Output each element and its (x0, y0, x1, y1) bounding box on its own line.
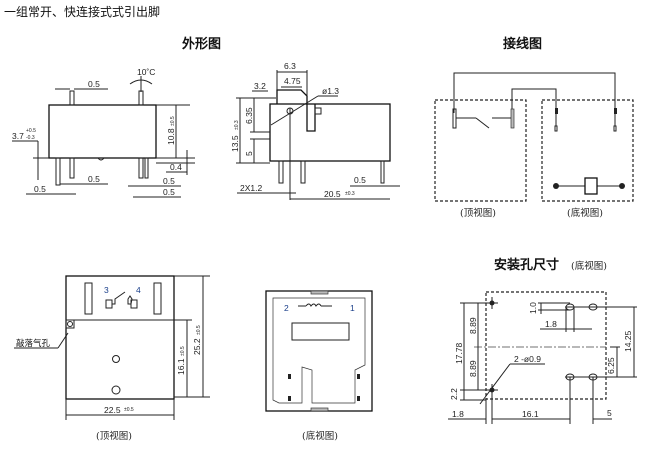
dim-length-tol: ±0.3 (345, 191, 355, 197)
pin-label-3: 3 (104, 285, 109, 295)
mounting-title: 安装孔尺寸 (494, 257, 559, 273)
dim-w2: 4.75 (284, 76, 301, 86)
dim-hole: ø1.3 (322, 86, 339, 96)
dim-standoff: 0.4 (170, 162, 182, 172)
dim-pin-w: 0.5 (354, 175, 366, 185)
page-heading: 一组常开、快连接式式引出脚 (4, 4, 160, 19)
dim-h-inner-tol: ±0.5 (180, 346, 186, 356)
tilt-label: 10˚C (137, 67, 155, 77)
dim-h3: 5 (244, 151, 254, 156)
dim-17-78: 17.78 (454, 342, 464, 364)
mounting-title-suffix: (底视图) (571, 260, 607, 272)
dim-pin-a: 0.5 (34, 184, 46, 194)
dim-width: 22.5 (104, 405, 121, 415)
dim-1-8-top: 1.8 (545, 319, 557, 329)
dim-width-tol: ±0.5 (124, 407, 134, 413)
dim-h-total-tol: ±0.5 (196, 325, 202, 335)
wiring-caption-bottom: (底视图) (567, 207, 603, 219)
dim-pin-d: 0.5 (163, 187, 175, 197)
dim-1-8: 1.8 (452, 409, 464, 419)
dim-w1: 6.3 (284, 61, 296, 71)
bottom-view: 2 1 (底视图) (265, 290, 373, 442)
dim-6-25: 6.25 (606, 357, 616, 374)
dim-1-0: 1.0 (528, 302, 538, 314)
outline-title: 外形图 (181, 36, 221, 52)
pin-label-4: 4 (136, 285, 141, 295)
dim-8-89-a: 8.89 (468, 317, 478, 334)
dim-pin-top: 0.5 (88, 79, 100, 89)
dim-offset-tol-minus: -0.3 (26, 135, 35, 141)
dim-h1: 6.35 (244, 107, 254, 124)
dim-16-1: 16.1 (522, 409, 539, 419)
top-view: 3 4 敲落气孔 22.5 ±0.5 16.1 ±0.5 25.2 ±0.5 (… (14, 275, 210, 442)
wiring-title: 接线图 (503, 36, 542, 52)
dim-height: 10.8 (166, 128, 176, 145)
wiring-caption-top: (顶视图) (460, 207, 496, 219)
dim-h2-tol: ±0.3 (234, 120, 240, 130)
front-view: 6.3 4.75 3.2 ø1.3 13.5 ±0.3 6.35 5 2X1.2… (230, 61, 400, 200)
dim-2-2: 2.2 (449, 388, 459, 400)
dim-height-tol: ±0.5 (170, 116, 176, 126)
dim-w3: 3.2 (254, 81, 266, 91)
dim-length: 20.5 (324, 189, 341, 199)
dim-offset-tol-plus: +0.5 (26, 128, 36, 134)
pin-label-2: 2 (284, 303, 289, 313)
side-view: 10˚C 0.5 3.7 +0.5 -0.3 10.8 ±0.5 0.4 0.5… (12, 67, 195, 198)
top-view-caption: (顶视图) (96, 430, 132, 442)
dim-pin-c: 0.5 (163, 176, 175, 186)
dim-pins: 2X1.2 (240, 183, 262, 193)
dim-offset: 3.7 (12, 131, 24, 141)
dim-5: 5 (607, 408, 612, 418)
bottom-view-caption: (底视图) (302, 430, 338, 442)
dim-h2: 13.5 (230, 135, 240, 152)
wiring-diagram: (顶视图) (底视图) (434, 72, 634, 219)
vent-hole-label: 敲落气孔 (16, 338, 51, 349)
dim-pin-b: 0.5 (88, 174, 100, 184)
holes-spec: 2 -ø0.9 (514, 354, 541, 364)
dim-14-25: 14.25 (623, 330, 633, 352)
dim-8-89-b: 8.89 (468, 360, 478, 377)
mounting-diagram: 安装孔尺寸 (底视图) 1.8 1.0 17.78 8.89 8.89 (448, 257, 637, 424)
pin-label-1: 1 (350, 303, 355, 313)
dim-h-inner: 16.1 (176, 358, 186, 375)
dim-h-total: 25.2 (192, 338, 202, 355)
